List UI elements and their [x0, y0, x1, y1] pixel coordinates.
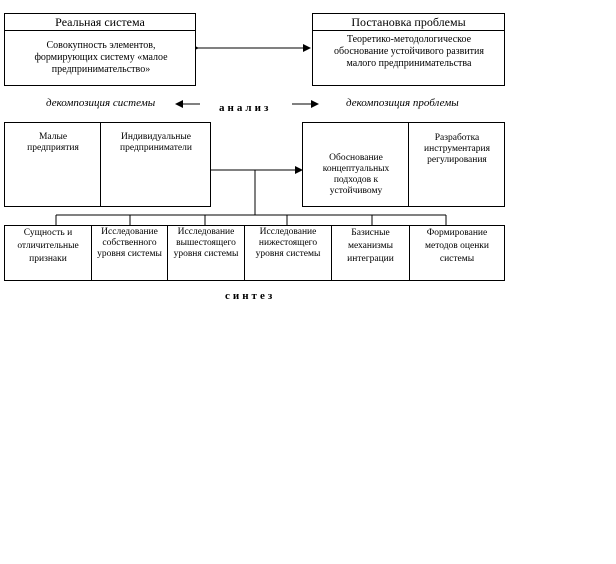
bottom-divider-3 [244, 225, 245, 281]
bottom-item-3: Исследование вышестоящего уровня системы [173, 227, 239, 259]
problem-text: Теоретико-методологическое обоснование у… [334, 34, 484, 69]
decomp-problem-label: декомпозиция проблемы [346, 97, 459, 109]
problem-decomp-divider [408, 122, 409, 207]
bottom-divider-2 [167, 225, 168, 281]
problem-decomp-box [302, 122, 505, 207]
decomp-system-label: декомпозиция системы [46, 97, 156, 109]
small-enterprises-text: Малые предприятия [27, 132, 79, 153]
problem-box: Теоретико-методологическое обоснование у… [312, 30, 505, 86]
analysis-label: анализ [219, 102, 272, 114]
bottom-divider-5 [409, 225, 410, 281]
system-elements-box [4, 122, 211, 207]
regulation-tools-text: Разработка инструментария регулирования [424, 133, 490, 165]
bottom-divider-4 [331, 225, 332, 281]
system-elements-divider [100, 122, 101, 207]
conceptual-approaches-text: Обоснование концептуальных подходов к ус… [322, 153, 390, 196]
bottom-divider-1 [91, 225, 92, 281]
real-system-box: Совокупность элементов, формирующих сист… [4, 30, 196, 86]
bottom-item-6: Формирование методов оценки системы [424, 228, 489, 264]
bottom-item-4: Исследование нижестоящего уровня системы [255, 227, 321, 259]
synthesis-row-box [4, 225, 505, 281]
individual-entrepreneurs-text: Индивидуальные предприниматели [120, 132, 192, 153]
bottom-item-2: Исследование собственного уровня системы [97, 227, 162, 259]
real-system-header: Реальная система [4, 13, 196, 30]
bottom-item-1: Сущность и отличительные признаки [17, 228, 79, 264]
bottom-item-5: Базисные механизмы интеграции [347, 228, 394, 264]
synthesis-label: синтез [225, 290, 276, 302]
problem-header: Постановка проблемы [312, 13, 505, 30]
real-system-text: Совокупность элементов, формирующих сист… [34, 40, 168, 75]
